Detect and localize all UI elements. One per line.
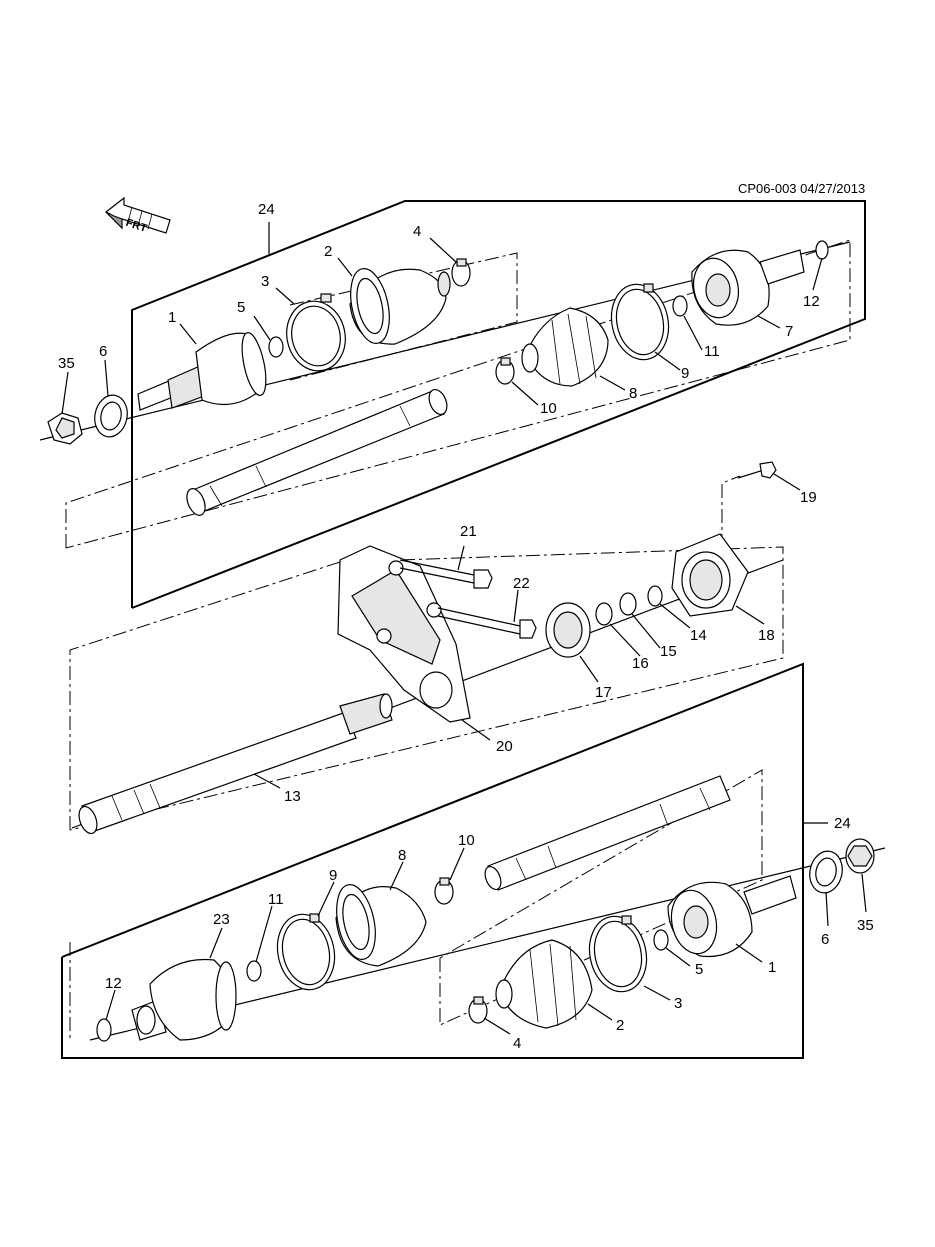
- callout-9-bottom: 9: [329, 867, 337, 884]
- callout-11-bottom: 11: [268, 891, 284, 908]
- callout-8-top: 8: [629, 385, 637, 402]
- top-dashed-subgroup: [65, 239, 851, 549]
- nut-35-top: [47, 412, 83, 445]
- clamp-9-bottom: [276, 913, 336, 991]
- callout-7-top: 7: [785, 323, 793, 340]
- callout-22: 22: [513, 575, 530, 592]
- front-direction-arrow-icon: FRT: [105, 196, 171, 235]
- callout-9-top: 9: [681, 365, 689, 382]
- top-assembly-frame: [131, 200, 866, 609]
- bolt-22: [437, 607, 537, 639]
- callout-5-bottom: 5: [695, 961, 703, 978]
- clamp-9-top: [610, 283, 670, 361]
- callout-10-top: 10: [540, 400, 557, 417]
- snap-ring-5-top: [268, 336, 284, 358]
- callout-2-bottom: 2: [616, 1017, 624, 1034]
- callout-10-bottom: 10: [458, 832, 475, 849]
- bolt-21: [399, 559, 493, 589]
- middle-intermediate-shaft-assembly: 21 22 19 14 15 16 18 17 20 13: [69, 461, 817, 835]
- callout-20: 20: [496, 738, 513, 755]
- callout-13: 13: [284, 788, 301, 805]
- callout-35-top: 35: [58, 355, 75, 372]
- snap-ring-12-bottom: [96, 1018, 112, 1042]
- callout-5-top: 5: [237, 299, 245, 316]
- snap-ring-15: [619, 592, 637, 616]
- bearing-17: [545, 602, 591, 658]
- callout-6-top: 6: [99, 343, 107, 360]
- callout-12-bottom: 12: [105, 975, 122, 992]
- callout-2-top: 2: [324, 243, 332, 260]
- boot-2-top: [349, 268, 451, 345]
- callout-12-top: 12: [803, 293, 820, 310]
- middle-dashed-subgroup: [69, 546, 784, 831]
- snap-ring-11-top: [672, 295, 688, 317]
- middle-leader-lines: [253, 473, 801, 789]
- inner-joint-7-top: [691, 249, 805, 326]
- clamp-4-bottom: [468, 996, 488, 1024]
- bottom-axle-assembly: 24 12 23 11 9 8 10 4 2 3 5 1 6 35: [61, 662, 886, 1059]
- screw-19: [737, 461, 777, 479]
- washer-6-top: [94, 394, 128, 438]
- clamp-4-top: [451, 258, 471, 287]
- clamp-3-top: [286, 293, 346, 372]
- boot-8-bottom: [335, 884, 427, 967]
- callout-21: 21: [460, 523, 477, 540]
- callout-18: 18: [758, 627, 775, 644]
- callout-19: 19: [800, 489, 817, 506]
- callout-3-top: 3: [261, 273, 269, 290]
- top-leader-lines: [61, 222, 823, 415]
- clamp-10-bottom: [434, 877, 454, 905]
- clamp-10-top: [495, 357, 515, 385]
- outer-joint-1-top: [137, 332, 267, 411]
- callout-4-top: 4: [413, 223, 421, 240]
- half-shaft-bottom: [484, 775, 731, 891]
- callout-8-bottom: 8: [398, 847, 406, 864]
- callout-4-bottom: 4: [513, 1035, 521, 1052]
- bracket-20: [337, 545, 471, 723]
- bottom-assembly-frame: [61, 662, 804, 1059]
- washer-6-bottom: [809, 850, 843, 894]
- callout-35-bottom: 35: [857, 917, 874, 934]
- callout-15: 15: [660, 643, 677, 660]
- callout-3-bottom: 3: [674, 995, 682, 1012]
- snap-ring-5-bottom: [653, 929, 669, 951]
- snap-ring-11-bottom: [246, 960, 262, 982]
- callout-1-bottom: 1: [768, 959, 776, 976]
- inner-joint-23: [131, 958, 237, 1041]
- snap-ring-14: [647, 585, 663, 607]
- callout-14: 14: [690, 627, 707, 644]
- callout-16: 16: [632, 655, 649, 672]
- boot-2-bottom: [495, 939, 593, 1029]
- bearing-housing-18: [671, 533, 749, 617]
- intermediate-shaft-13: [78, 693, 393, 835]
- snap-ring-16: [595, 602, 613, 626]
- boot-8-top: [521, 307, 609, 387]
- callout-24-bottom: 24: [834, 815, 851, 832]
- outer-joint-1-bottom: [667, 875, 797, 958]
- callout-11-top: 11: [704, 343, 720, 360]
- clamp-3-bottom: [588, 915, 648, 993]
- callout-1-top: 1: [168, 309, 176, 326]
- callout-23: 23: [213, 911, 230, 928]
- callout-6-bottom: 6: [821, 931, 829, 948]
- snap-ring-12-top: [815, 240, 829, 260]
- half-shaft-top: [186, 388, 448, 516]
- bottom-leader-lines: [105, 847, 867, 1035]
- callout-24-top: 24: [258, 201, 275, 218]
- diagram-code: CP06-003 04/27/2013: [738, 181, 865, 196]
- callout-17: 17: [595, 684, 612, 701]
- top-axle-assembly: 24 1 2 3 4 5 6 35 7 8 9 10 11 12: [39, 200, 866, 609]
- nut-35-bottom: [845, 838, 875, 874]
